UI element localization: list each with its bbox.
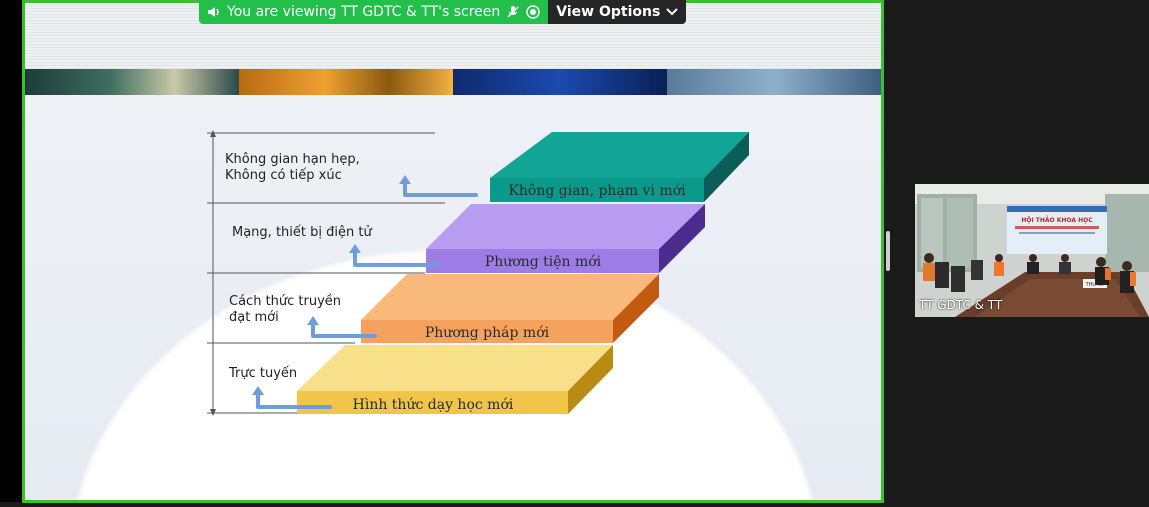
step-label-2: Phương tiện mới	[485, 254, 602, 270]
speaker-icon[interactable]	[207, 6, 221, 18]
mic-muted-icon[interactable]	[506, 5, 520, 19]
viewing-indicator: You are viewing TT GDTC & TT's screen	[199, 0, 549, 24]
arrow-heads	[252, 175, 411, 395]
step-khong-gian	[490, 132, 749, 202]
band-photo-3	[453, 69, 667, 95]
participant-video-tile[interactable]: HỘI THẢO KHOA HỌC THƯ KÝ TT GDTC & TT	[915, 184, 1149, 317]
step-label-3: Phương pháp mới	[425, 325, 550, 341]
step-phuong-phap	[361, 274, 659, 343]
slide-photo-band	[25, 69, 881, 95]
step-label-1: Không gian, phạm vi mới	[508, 183, 686, 199]
record-icon[interactable]	[526, 5, 541, 19]
note-3-line-2: đạt mới	[229, 310, 279, 325]
screen-title: HỘI THẢO KHOA HỌC	[1021, 216, 1093, 224]
shared-screen: Không gian, phạm vi mới Phương tiện mới …	[22, 0, 884, 503]
step-hinh-thuc	[297, 345, 613, 414]
participant-name: TT GDTC & TT	[919, 298, 1003, 312]
view-options-label: View Options	[556, 4, 661, 20]
split-drag-handle[interactable]	[886, 231, 890, 271]
staircase-diagram: Không gian, phạm vi mới Phương tiện mới …	[207, 130, 749, 416]
note-4-line-1: Trực tuyến	[228, 366, 297, 381]
band-photo-1	[25, 69, 239, 95]
note-1-line-1: Không gian hạn hẹp,	[225, 152, 360, 167]
viewing-text: You are viewing TT GDTC & TT's screen	[227, 4, 501, 20]
band-photo-4	[667, 69, 881, 95]
screen-share-banner: You are viewing TT GDTC & TT's screen Vi…	[199, 0, 687, 24]
arrow-icons	[256, 179, 478, 409]
note-1-line-2: Không có tiếp xúc	[225, 168, 342, 183]
bracket	[207, 132, 445, 414]
bracket-arrows	[210, 130, 216, 416]
view-options-button[interactable]: View Options	[548, 0, 687, 24]
step-label-4: Hình thức dạy học mới	[353, 397, 514, 413]
band-photo-2	[239, 69, 453, 95]
participant-video: HỘI THẢO KHOA HỌC THƯ KÝ	[915, 184, 1149, 317]
chevron-down-icon	[666, 8, 679, 16]
note-2-line-1: Mạng, thiết bị điện tử	[232, 225, 372, 240]
table-sign: THƯ KÝ	[1085, 281, 1106, 288]
step-phuong-tien	[426, 204, 705, 273]
note-3-line-1: Cách thức truyền	[229, 294, 341, 309]
